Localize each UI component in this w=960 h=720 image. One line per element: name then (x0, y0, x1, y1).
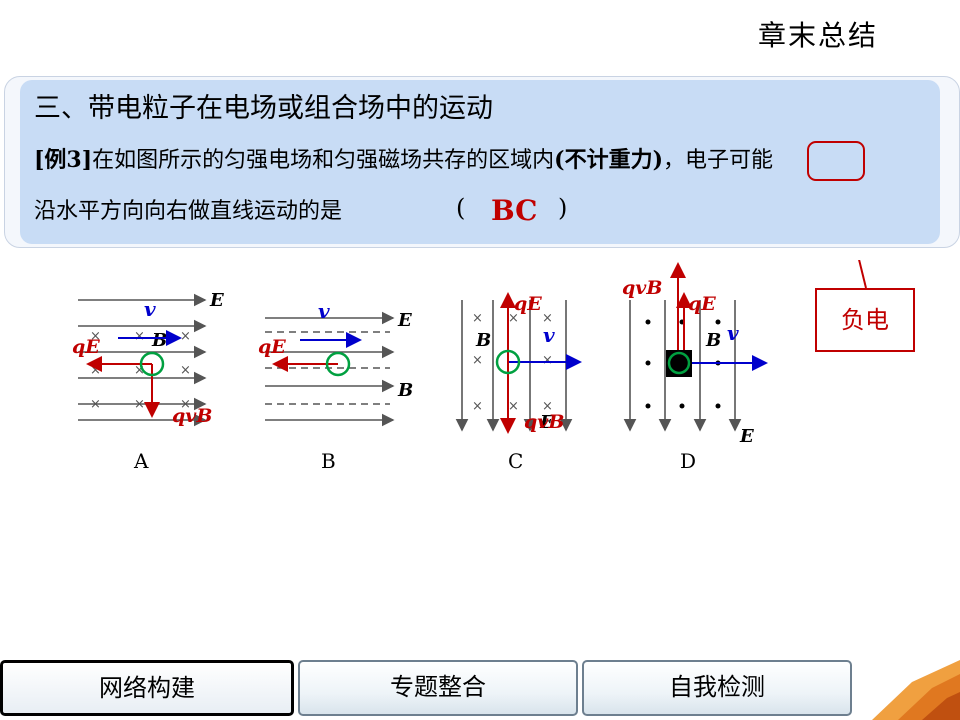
svg-text:×: × (134, 363, 145, 378)
question-paren-note: (不计重力) (554, 147, 663, 173)
fig-b-electron (325, 351, 351, 377)
fig-a-v-label: v (144, 297, 156, 321)
figure-d: B E v qvB qE D (622, 262, 768, 473)
svg-text:×: × (180, 397, 191, 412)
fig-c-v-label: v (543, 323, 555, 347)
fig-c-e-label: E (539, 412, 554, 433)
svg-text:×: × (508, 399, 519, 414)
fig-c-electron (495, 349, 521, 375)
svg-text:×: × (90, 363, 101, 378)
fig-b-e-label: E (397, 310, 412, 331)
tab-network-building[interactable]: 网络构建 (0, 660, 294, 716)
electron-highlight-circle (807, 141, 865, 181)
figure-set: × × × × × × × × × E B v qE qvB A E B v qE B (72, 260, 867, 473)
question-line-1: [例3]在如图所示的匀强电场和匀强磁场共存的区域内(不计重力)，电子可能 (34, 142, 773, 174)
fig-d-e-label: E (739, 426, 754, 447)
fig-d-qe-label: qE (688, 293, 716, 315)
fig-c-b-label: B (475, 330, 491, 351)
fig-d-b-label: B (705, 330, 721, 351)
svg-text:×: × (472, 311, 483, 326)
tab-self-test[interactable]: 自我检测 (582, 660, 852, 716)
section-title: 三、带电粒子在电场或组合场中的运动 (34, 93, 493, 124)
example-tag: [例3] (34, 147, 93, 173)
fig-a-b-label: B (151, 330, 167, 351)
fig-a-electron (139, 351, 165, 377)
question-text-1-tail: ，电子可能 (662, 148, 773, 173)
fig-a-qvb-label: qvB (172, 405, 212, 427)
svg-text:×: × (90, 329, 101, 344)
question-line-2: 沿水平方向向右做直线运动的是 (34, 199, 343, 224)
svg-text:×: × (134, 397, 145, 412)
corner-decoration (872, 660, 960, 720)
fig-c-caption: C (508, 449, 523, 473)
fig-b-b-label: B (397, 380, 413, 401)
fig-c-qe-label: qE (514, 293, 542, 315)
svg-text:×: × (180, 363, 191, 378)
tab-topic-integration[interactable]: 专题整合 (298, 660, 578, 716)
fig-b-caption: B (321, 449, 336, 473)
chapter-title: 章末总结 (757, 19, 878, 52)
electron-charge-callout: 负电 (815, 288, 915, 352)
fig-a-qe-label: qE (72, 336, 100, 358)
fig-b-qe-label: qE (258, 336, 286, 358)
fig-d-caption: D (680, 449, 696, 473)
figure-b: E B v qE B (258, 299, 413, 473)
callout-connector (858, 260, 867, 289)
svg-text:×: × (472, 399, 483, 414)
svg-text:×: × (542, 353, 553, 368)
svg-text:×: × (508, 311, 519, 326)
svg-text:×: × (472, 353, 483, 368)
answer-paren-open: ( (456, 194, 466, 222)
svg-text:×: × (542, 311, 553, 326)
svg-text:×: × (134, 329, 145, 344)
svg-text:×: × (542, 399, 553, 414)
fig-d-qvb-label: qvB (622, 277, 662, 299)
fig-d-electron (667, 351, 691, 375)
question-text-1: 在如图所示的匀强电场和匀强磁场共存的区域内 (92, 148, 555, 173)
figure-c: × × × × × × × × B E v qE qvB C (455, 292, 582, 473)
fig-a-caption: A (133, 449, 149, 473)
question-panel (20, 80, 940, 244)
fig-c-qvb-label: qvB (524, 411, 564, 433)
answer-text: BC (491, 194, 538, 227)
svg-text:×: × (180, 329, 191, 344)
fig-d-v-label: v (727, 321, 739, 345)
fig-b-v-label: v (318, 299, 330, 323)
figure-a: × × × × × × × × × E B v qE qvB A (72, 290, 224, 473)
answer-paren-close: ) (558, 194, 568, 222)
fig-a-e-label: E (209, 290, 224, 311)
svg-text:×: × (90, 397, 101, 412)
